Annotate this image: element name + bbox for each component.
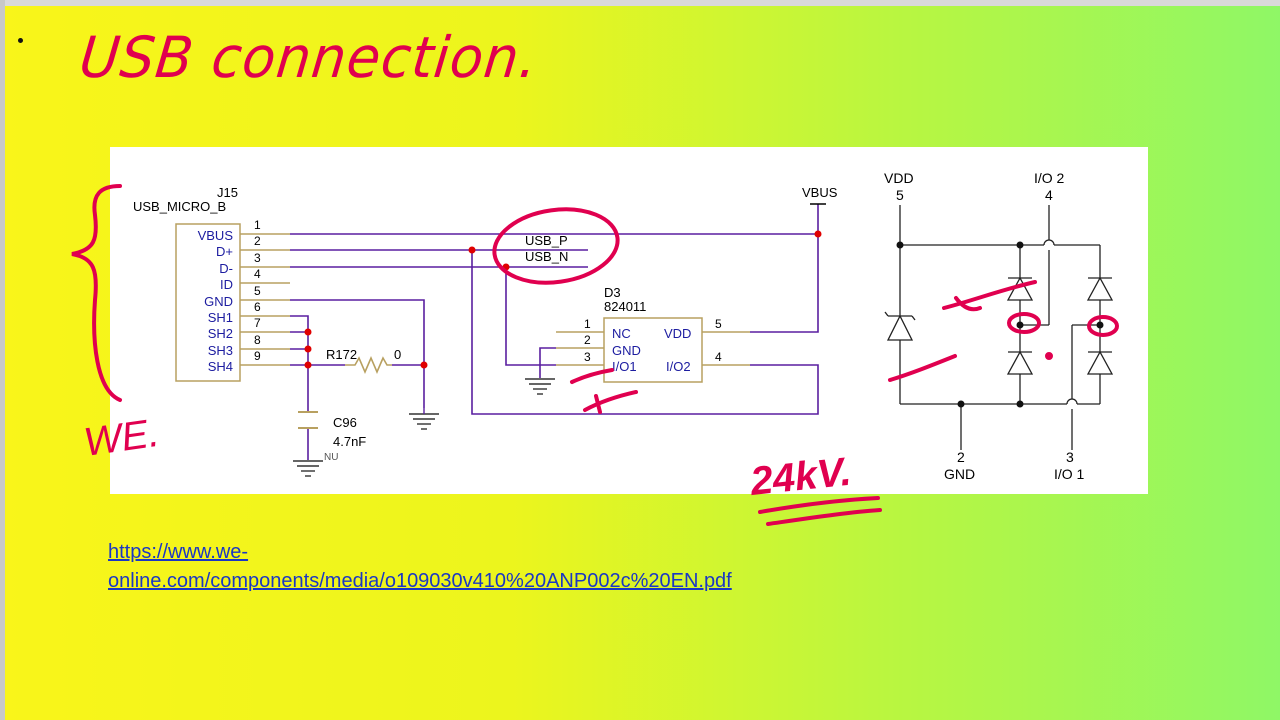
pin-number: 6 xyxy=(254,300,261,314)
pin-name: D+ xyxy=(216,244,233,259)
link-line-1[interactable]: https://www.we- xyxy=(108,541,249,563)
internal-io2-label: I/O 2 xyxy=(1034,170,1065,186)
pin-number: 5 xyxy=(254,284,261,298)
datasheet-link[interactable]: https://www.we- online.com/components/me… xyxy=(108,538,808,596)
tvs-pin-name: GND xyxy=(612,343,641,358)
tvs-pin-num: 3 xyxy=(584,350,591,364)
tvs-part: 824011 xyxy=(604,299,646,314)
tvs-body xyxy=(603,317,703,383)
pin-number: 7 xyxy=(254,316,261,330)
pin-number: 9 xyxy=(254,349,261,363)
internal-gnd-label: GND xyxy=(944,466,975,482)
wires xyxy=(290,204,819,460)
tvs-ref: D3 xyxy=(604,285,621,300)
pin-number: 1 xyxy=(254,218,261,232)
tvs-pin-num: 5 xyxy=(715,317,722,331)
tvs-pin-numbers: 1 2 3 5 4 xyxy=(584,317,722,364)
link-line-2[interactable]: online.com/components/media/o109030v410%… xyxy=(108,570,732,592)
internal-io2-num: 4 xyxy=(1045,187,1053,203)
ink-annotations xyxy=(71,184,1119,526)
pin-number: 3 xyxy=(254,251,261,265)
internal-vdd-label: VDD xyxy=(884,170,914,186)
tvs-leads xyxy=(556,331,750,366)
tvs-pin-name: I/O1 xyxy=(612,359,637,374)
vbus-label: VBUS xyxy=(802,185,838,200)
pin-name: SH3 xyxy=(208,343,233,358)
tvs-pin-num: 2 xyxy=(584,333,591,347)
window-top-bar xyxy=(0,0,1280,6)
ground-symbol xyxy=(293,460,323,477)
tvs-pin-name: NC xyxy=(612,326,631,341)
resistor-value: 0 xyxy=(394,347,401,362)
capacitor-symbol xyxy=(298,411,318,429)
internal-io1-num: 3 xyxy=(1066,449,1074,465)
pin-name: SH4 xyxy=(208,359,233,374)
junctions xyxy=(304,230,822,369)
pin-name: SH2 xyxy=(208,326,233,341)
connector-pin-numbers: 1 2 3 4 5 6 7 8 9 xyxy=(254,218,261,363)
bullet-dot xyxy=(18,38,23,43)
tvs-pin-name: VDD xyxy=(664,326,691,341)
resistor-symbol xyxy=(345,355,392,375)
capacitor-note: NU xyxy=(324,452,338,463)
schematic-panel xyxy=(110,147,1148,494)
net-usb-n: USB_N xyxy=(525,249,568,264)
capacitor-value: 4.7nF xyxy=(333,434,366,449)
connector-pin-leads xyxy=(240,233,290,366)
capacitor-ref: C96 xyxy=(333,415,357,430)
internal-vdd-num: 5 xyxy=(896,187,904,203)
pin-number: 2 xyxy=(254,234,261,248)
tvs-pin-num: 4 xyxy=(715,350,722,364)
ink-rating: 24kV. xyxy=(747,450,853,504)
net-usb-p: USB_P xyxy=(525,233,568,248)
pin-name: VBUS xyxy=(198,228,234,243)
tvs-pin-name: I/O2 xyxy=(666,359,691,374)
ground-symbol xyxy=(409,408,439,430)
pin-name: ID xyxy=(220,277,233,292)
window-left-edge xyxy=(0,0,5,720)
connector-ref: J15 xyxy=(217,185,238,200)
tvs-pin-num: 1 xyxy=(584,317,591,331)
connector-body xyxy=(175,223,241,382)
connector-pin-names: VBUS D+ D- ID GND SH1 SH2 SH3 SH4 xyxy=(198,228,234,374)
tvs-pin-names: NC GND I/O1 VDD I/O2 xyxy=(612,326,691,374)
pin-number: 8 xyxy=(254,333,261,347)
connector-part: USB_MICRO_B xyxy=(133,199,226,214)
pin-name: D- xyxy=(219,261,233,276)
resistor-ref: R172 xyxy=(326,347,357,362)
pin-name: GND xyxy=(204,294,233,309)
pin-name: SH1 xyxy=(208,310,233,325)
internal-io1-label: I/O 1 xyxy=(1054,466,1085,482)
internal-gnd-num: 2 xyxy=(957,449,965,465)
internal-diagram: VDD 5 I/O 2 4 2 GND 3 I/O 1 xyxy=(884,170,1114,482)
ink-we: WE. xyxy=(81,411,162,465)
pin-number: 4 xyxy=(254,267,261,281)
ground-symbol xyxy=(525,378,555,395)
